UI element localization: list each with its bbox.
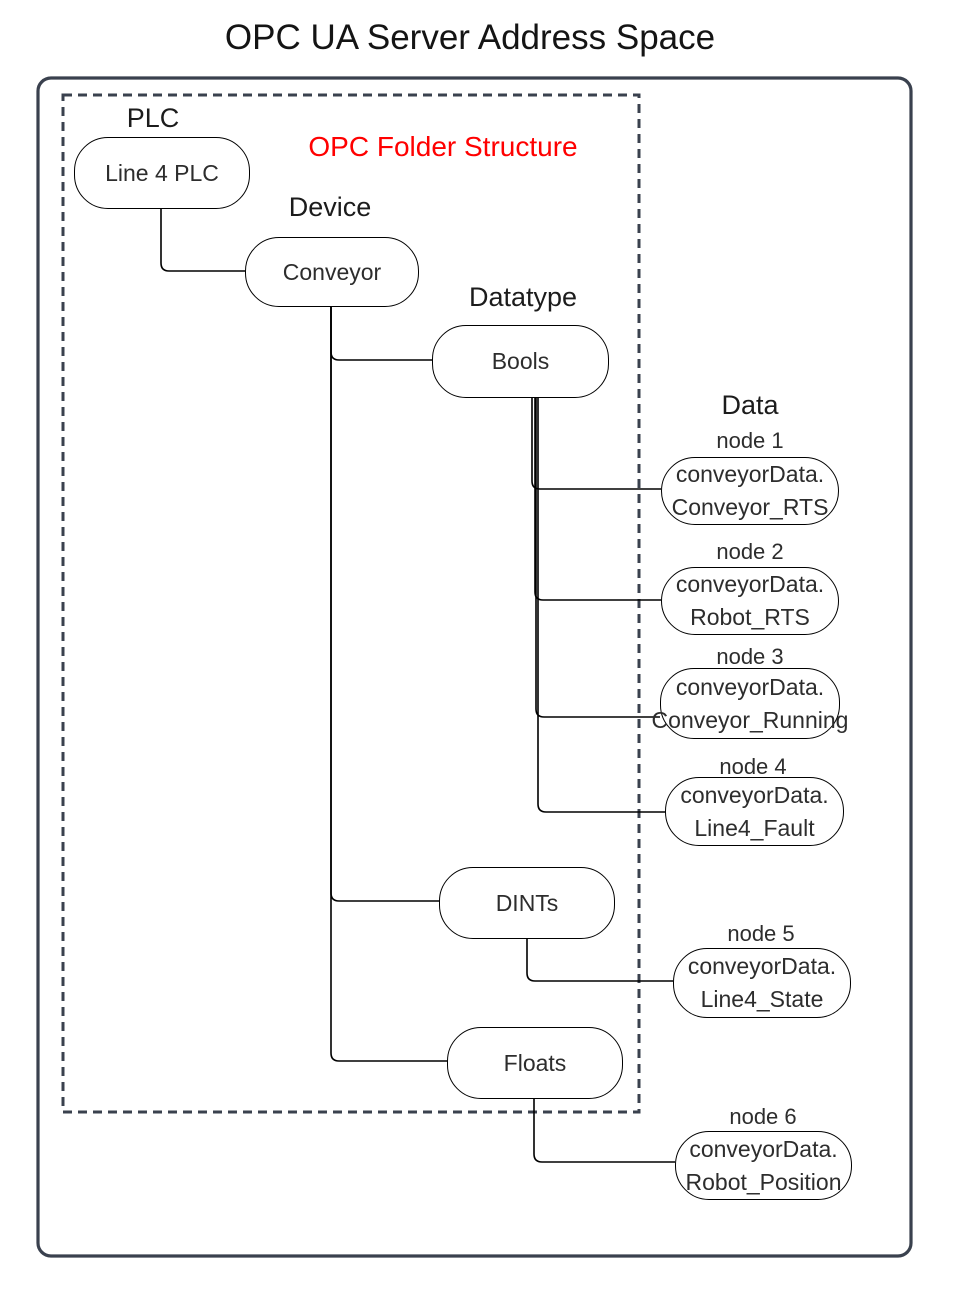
level-label-device: Device	[288, 192, 372, 222]
connector-bools-node4	[537, 396, 665, 813]
data-node-3: conveyorData. Conveyor_Running	[652, 668, 848, 739]
connector-dints-node5	[526, 935, 673, 982]
level-label-plc: PLC	[126, 103, 180, 133]
folder-node-dints: DINTs	[439, 867, 615, 939]
opc-folder-structure-frame	[61, 93, 641, 1114]
level-label-datatype: Datatype	[468, 282, 578, 312]
connector-plc-conveyor	[160, 207, 245, 272]
folder-node-bools: Bools	[432, 325, 609, 398]
level-label-data: Data	[721, 390, 779, 420]
connector-conveyor-dints	[330, 305, 440, 902]
data-node-5: conveyorData. Line4_State	[673, 948, 851, 1018]
folder-node-plc: Line 4 PLC	[74, 137, 250, 209]
data-node-4: conveyorData. Line4_Fault	[665, 777, 844, 846]
data-node-6: conveyorData. Robot_Position	[675, 1131, 852, 1200]
opc-folder-structure-label: OPC Folder Structure	[308, 131, 578, 162]
connector-conveyor-bools	[330, 305, 432, 361]
outer-frame	[36, 76, 913, 1258]
connector-bools-node1	[531, 396, 661, 490]
data-node-2: conveyorData. Robot_RTS	[661, 567, 839, 635]
folder-node-device: Conveyor	[245, 237, 419, 307]
connector-bools-node2	[534, 396, 661, 601]
node1-label: node 1	[716, 428, 784, 453]
node6-label: node 6	[729, 1104, 797, 1129]
data-node-1: conveyorData. Conveyor_RTS	[661, 457, 839, 525]
folder-node-floats: Floats	[447, 1027, 623, 1099]
node3-label: node 3	[716, 644, 784, 669]
node5-label: node 5	[727, 921, 795, 946]
node4-label: node 4	[719, 754, 787, 779]
node2-label: node 2	[716, 539, 784, 564]
connector-floats-node6	[533, 1097, 675, 1163]
page-title: OPC UA Server Address Space	[224, 18, 716, 57]
connector-bools-node3	[535, 396, 660, 718]
connector-conveyor-floats	[330, 305, 447, 1062]
